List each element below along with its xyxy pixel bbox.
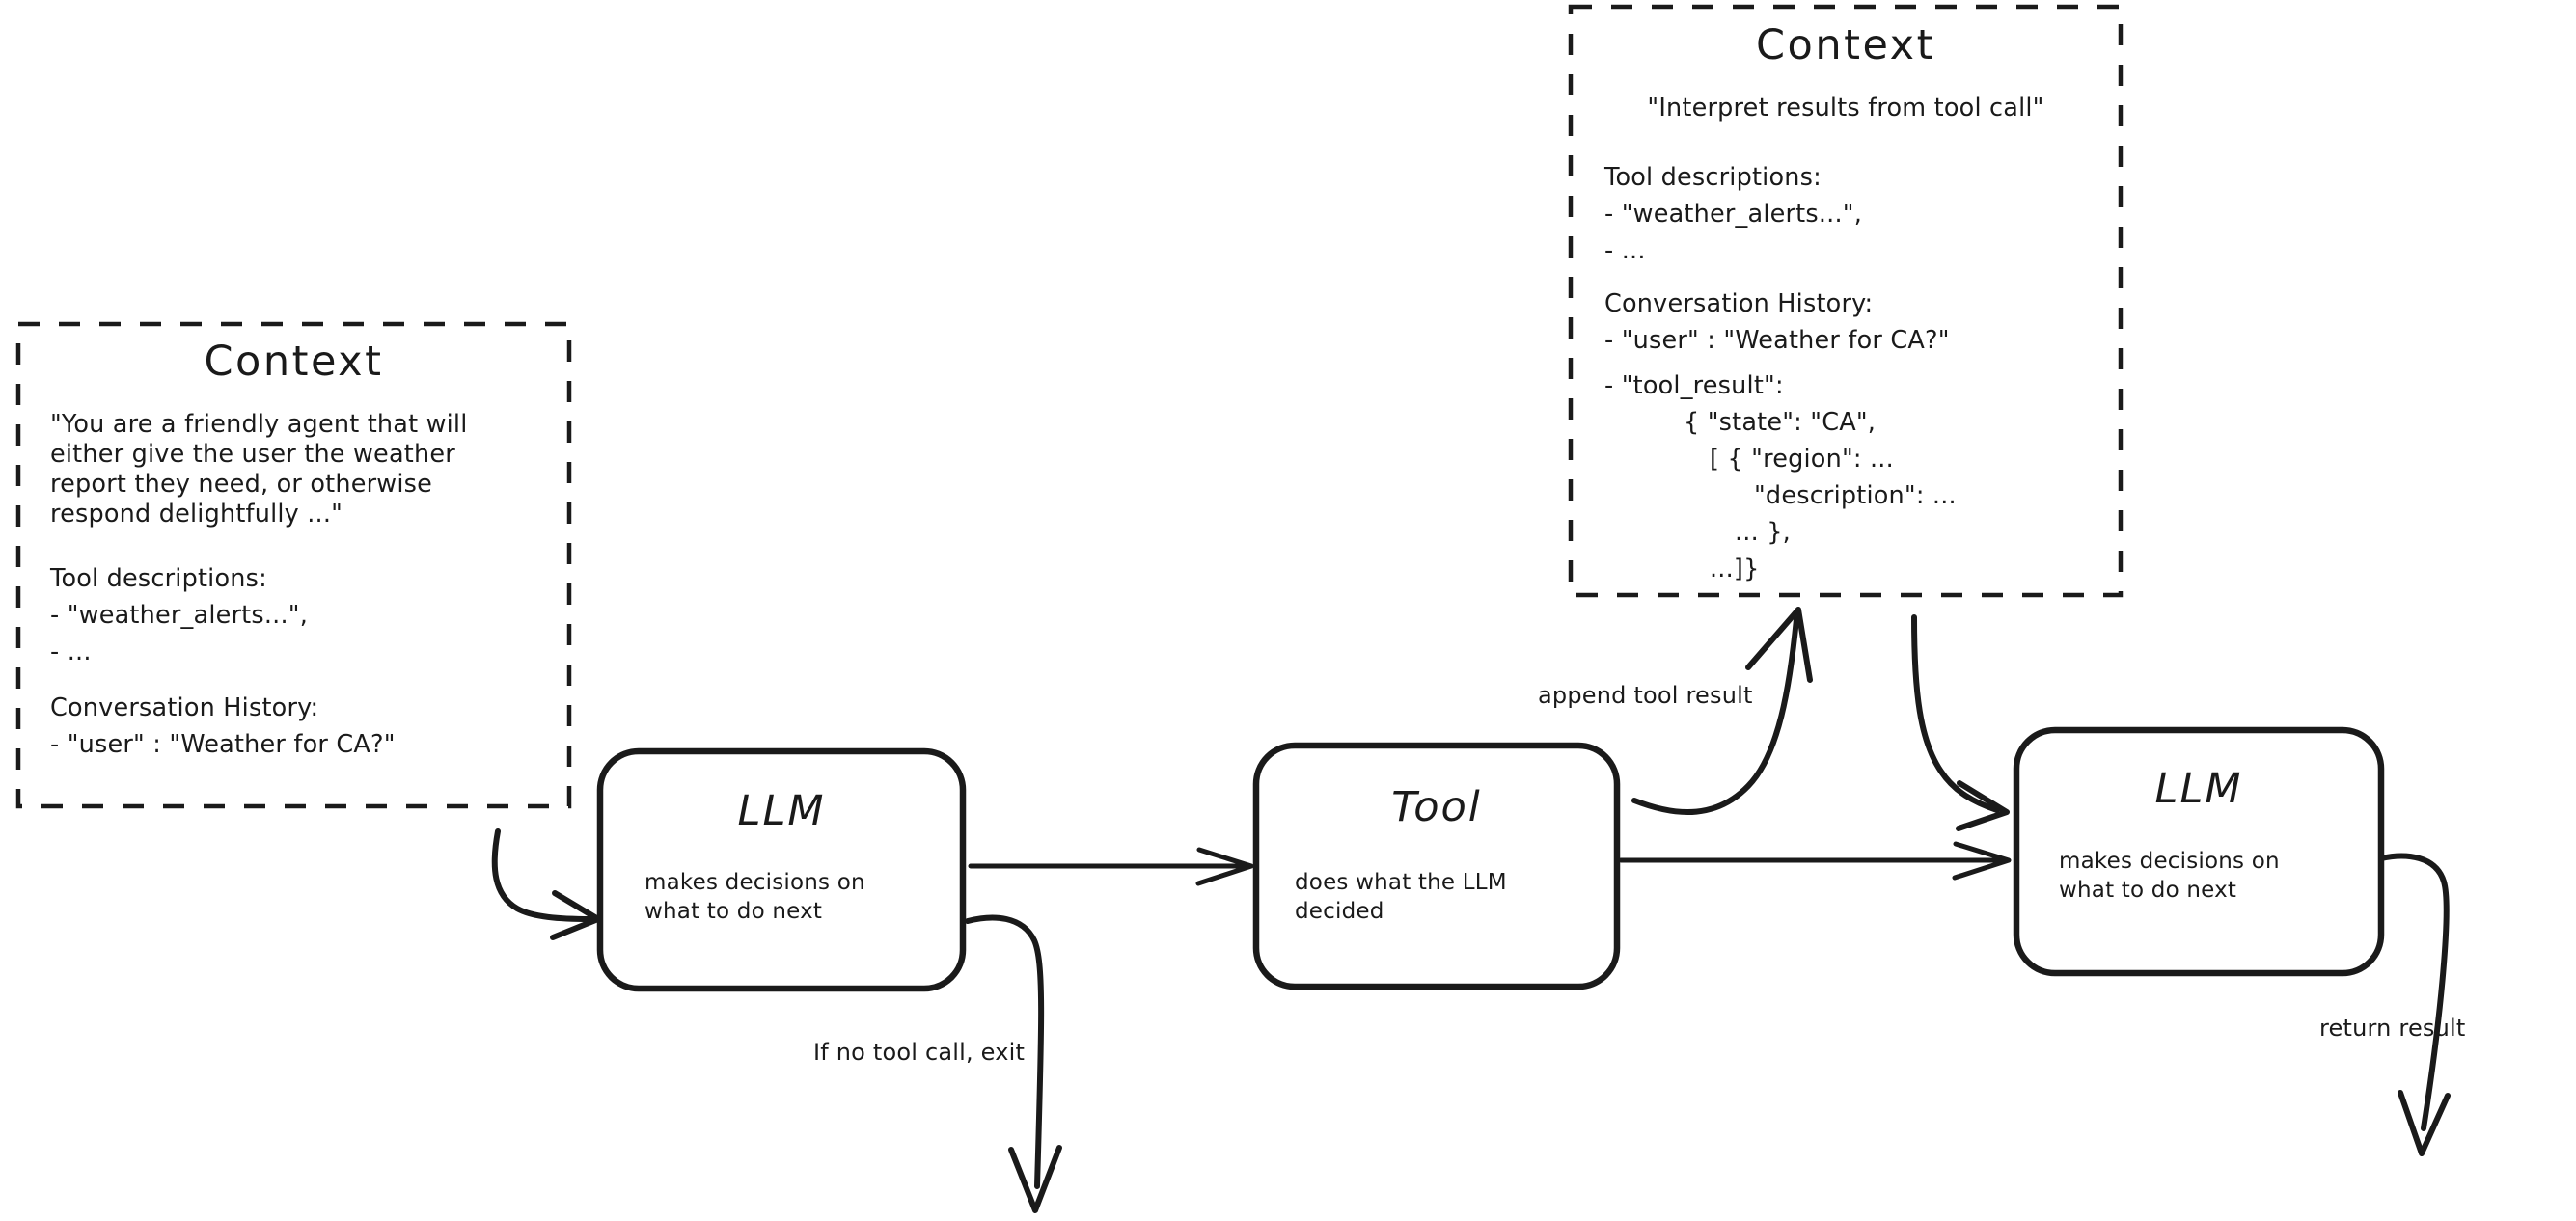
edge-label-exit: If no tool call, exit: [813, 1039, 1026, 1066]
arrow-tool-to-context-right: [1631, 607, 1813, 816]
context-right-result-line-4: ... },: [1735, 518, 1791, 547]
context-right-tool-item-2: - ...: [1604, 236, 1646, 265]
context-left-tool-item-1: - "weather_alerts...",: [50, 601, 309, 630]
context-left-border: [15, 321, 572, 809]
arrow-tool-to-llm2: [1618, 841, 2012, 881]
context-right-history-item-2: - "tool_result":: [1604, 371, 1784, 400]
llm2-title: LLM: [2154, 765, 2243, 813]
context-right-paragraph: "Interpret results from tool call": [1647, 94, 2044, 122]
edge-label-append-tool-result: append tool result: [1538, 682, 1753, 709]
llm1-subtitle: makes decisions on what to do next: [644, 870, 865, 924]
arrow-llm2-return: [2378, 853, 2451, 1156]
context-left-title: Context: [204, 338, 384, 386]
llm1-title: LLM: [737, 787, 826, 835]
context-right-title: Context: [1756, 21, 1935, 69]
tool-title: Tool: [1391, 783, 1482, 831]
edge-label-return-result: return result: [2319, 1015, 2466, 1042]
context-right-result-line-5: ...]}: [1710, 555, 1760, 583]
arrow-llm1-to-tool: [968, 847, 1254, 886]
arrow-llm1-exit: [965, 914, 1062, 1213]
context-right-tool-item-1: - "weather_alerts...",: [1604, 200, 1863, 229]
context-left-history-item-1: - "user" : "Weather for CA?": [50, 730, 396, 759]
context-right-result-line-2: [ { "region": ...: [1710, 445, 1894, 474]
context-left-tool-item-2: - ...: [50, 638, 92, 666]
context-right-history-item-1: - "user" : "Weather for CA?": [1604, 326, 1950, 355]
tool-border: [1252, 742, 1621, 990]
llm2-subtitle: makes decisions on what to do next: [2059, 849, 2280, 903]
llm2-border: [2013, 726, 2385, 977]
context-right-history-heading: Conversation History:: [1604, 289, 1874, 318]
context-left-paragraph: "You are a friendly agent that will eith…: [50, 410, 468, 529]
context-right-tool-heading: Tool descriptions:: [1604, 163, 1822, 192]
context-right-result-line-1: { "state": "CA",: [1684, 408, 1877, 437]
context-left-history-heading: Conversation History:: [50, 693, 319, 722]
arrow-context-right-to-llm2: [1911, 614, 2010, 831]
context-right-result-line-3: "description": ...: [1754, 481, 1957, 510]
tool-subtitle: does what the LLM decided: [1295, 870, 1507, 924]
context-left-tool-heading: Tool descriptions:: [50, 564, 267, 593]
llm1-border: [596, 747, 967, 992]
